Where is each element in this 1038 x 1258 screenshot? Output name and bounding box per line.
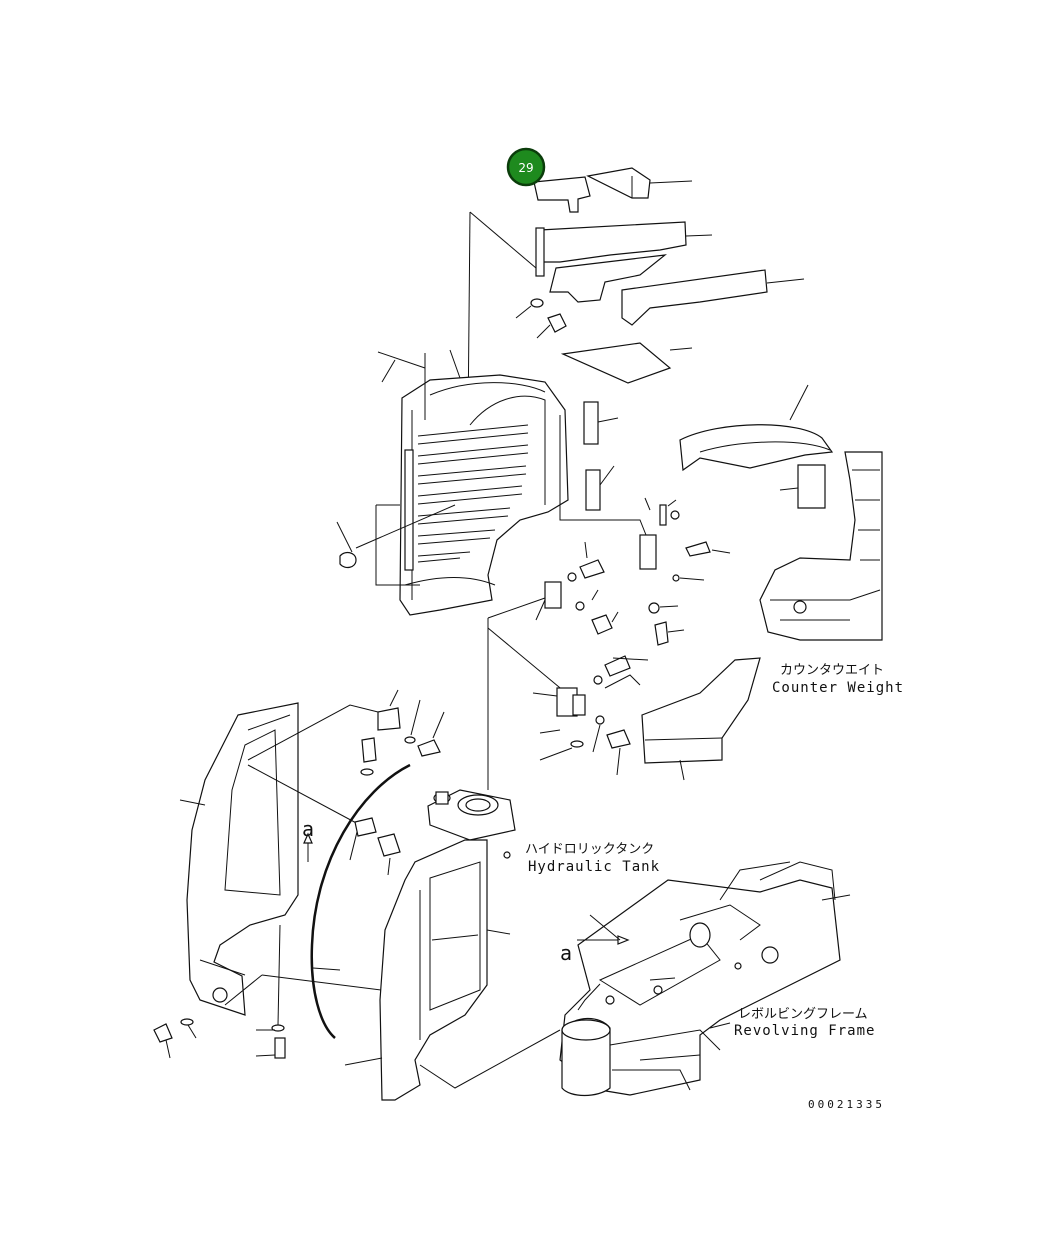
hinge-bracket-upper[interactable]	[535, 541, 619, 635]
counterweight[interactable]	[759, 451, 883, 641]
part-plate-2[interactable]	[549, 254, 668, 303]
callout-29-number: 29	[518, 161, 533, 175]
hydraulic-tank[interactable]	[427, 785, 516, 841]
door-hinge-lower[interactable]	[349, 817, 401, 876]
part-small-cover[interactable]	[533, 176, 591, 213]
revolving-frame-label-jp: レボルビングフレーム	[738, 1007, 868, 1022]
counter-weight-label-en: Counter Weight	[772, 680, 904, 696]
part-cw-spacer[interactable]	[797, 464, 826, 509]
revolving-frame[interactable]	[559, 861, 851, 1097]
door-seal-strip[interactable]	[310, 763, 411, 1039]
hinge-bracket-right[interactable]	[639, 497, 731, 646]
radiator-guard[interactable]	[399, 374, 569, 616]
part-seal-1[interactable]	[583, 401, 599, 445]
callout-29[interactable]: 29	[506, 147, 546, 187]
drawing-number: 00021335	[808, 1098, 885, 1111]
view-marker-a: a	[302, 817, 315, 841]
part-seal-2[interactable]	[585, 469, 601, 511]
revolving-frame-label-en: Revolving Frame	[734, 1023, 875, 1039]
side-cover-right[interactable]	[641, 657, 761, 781]
part-long-panel[interactable]	[621, 269, 768, 326]
hydraulic-tank-label-en: Hydraulic Tank	[528, 859, 660, 875]
part-triangle-cover[interactable]	[560, 342, 672, 384]
top-cover-group	[467, 167, 805, 426]
part-wedge-cover[interactable]	[586, 167, 651, 199]
hydraulic-tank-label-jp: ハイドロリックタンク	[525, 842, 654, 857]
callout-29-circle[interactable]	[506, 147, 546, 187]
view-marker-a2: a	[560, 941, 573, 965]
door-hinge-upper[interactable]	[360, 689, 445, 776]
side-door-right[interactable]	[344, 839, 511, 1101]
hinge-bracket-lower[interactable]	[532, 655, 649, 776]
grille-louvers	[417, 424, 529, 563]
side-door-left[interactable]	[179, 702, 299, 1016]
counterweight-cover[interactable]	[679, 384, 834, 472]
counter-weight-label-jp: カウンタウエイト	[780, 663, 884, 678]
